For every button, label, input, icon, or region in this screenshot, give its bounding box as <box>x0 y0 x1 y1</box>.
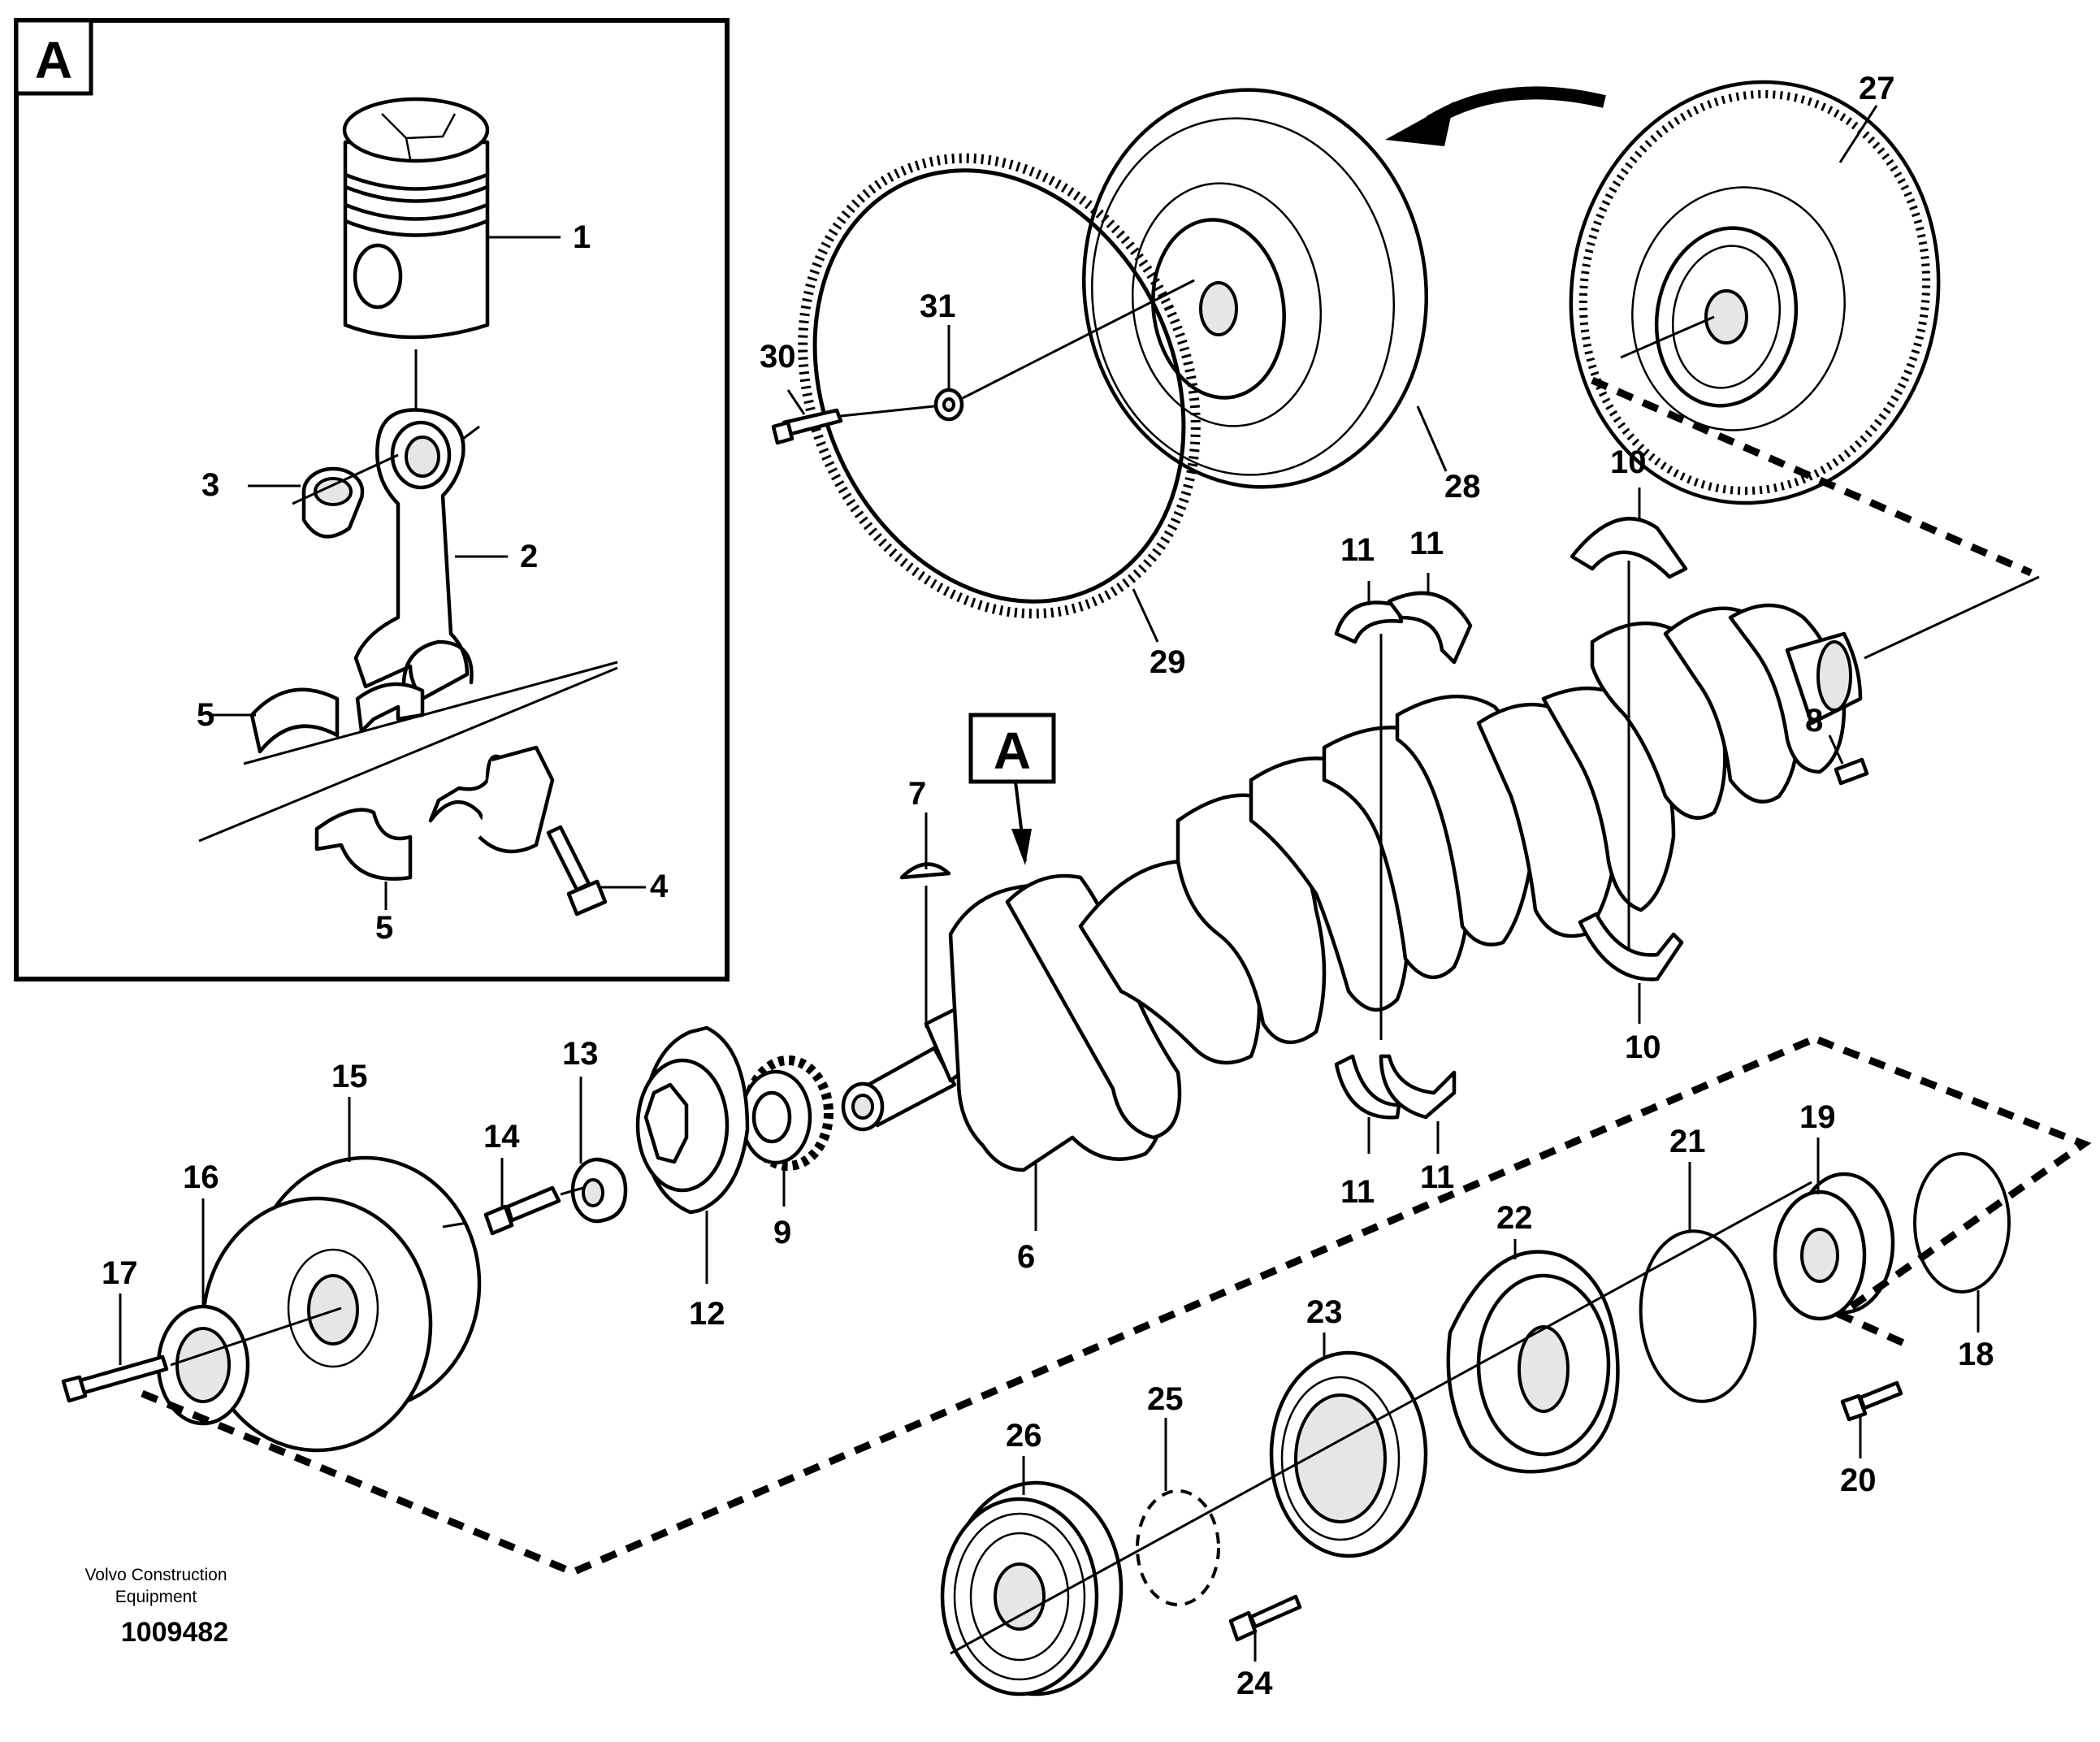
thrust-washer-lower <box>1334 1054 1457 1154</box>
conrod-bolt <box>546 825 646 916</box>
washer-13 <box>570 1077 628 1224</box>
label-11b: 11 <box>1409 526 1444 561</box>
rotation-arrow <box>1385 86 1606 146</box>
bushing <box>248 453 399 539</box>
label-24: 24 <box>1236 1666 1273 1701</box>
label-1: 1 <box>573 219 591 255</box>
crank-gear-9 <box>739 1055 834 1207</box>
main-bearing-lower <box>1578 912 1684 1024</box>
bolt-24 <box>1228 1594 1302 1662</box>
thrust-washer-upper <box>1334 573 1473 1040</box>
label-28: 28 <box>1444 469 1481 505</box>
inset-a-panel: A <box>14 18 730 982</box>
bolt-17 <box>61 1294 342 1403</box>
label-5a: 5 <box>197 697 214 733</box>
assembly-guides <box>141 376 2092 1655</box>
label-7: 7 <box>908 776 926 812</box>
brand-line-2: Equipment <box>115 1588 197 1606</box>
flywheel-28 <box>1082 88 1448 489</box>
part-labels: 1 2 3 4 5 5 6 7 8 9 10 10 11 11 11 11 12… <box>102 71 1994 1701</box>
bearing-19 <box>1773 1138 1895 1321</box>
crank-marker-letter: A <box>994 722 1031 780</box>
main-bearing-upper <box>1570 488 1688 975</box>
label-31: 31 <box>920 288 956 324</box>
washer-31 <box>933 279 1195 422</box>
bolt-20 <box>1840 1380 1903 1458</box>
label-25: 25 <box>1147 1381 1184 1417</box>
brand-line-1: Volvo Construction <box>84 1566 227 1584</box>
label-3: 3 <box>201 467 219 503</box>
bolt-14 <box>483 1158 584 1236</box>
label-10b: 10 <box>1625 1029 1661 1065</box>
label-11a: 11 <box>1340 532 1375 568</box>
label-11c: 11 <box>1340 1174 1375 1210</box>
bolt-30 <box>771 389 935 445</box>
drawing-number: 1009482 <box>121 1617 228 1648</box>
label-2: 2 <box>520 539 538 574</box>
label-6: 6 <box>1017 1239 1035 1275</box>
o-ring-21 <box>1639 1162 1757 1403</box>
connecting-rod <box>353 408 480 701</box>
flywheel-housing-22 <box>1446 1239 1620 1474</box>
inset-letter: A <box>35 31 72 89</box>
label-9: 9 <box>773 1215 791 1250</box>
label-5b: 5 <box>375 910 393 946</box>
crankshaft: A <box>841 603 1863 1231</box>
label-8: 8 <box>1805 703 1823 739</box>
pulley-26 <box>940 1456 1124 1696</box>
label-20: 20 <box>1840 1462 1877 1498</box>
seal-23 <box>1269 1332 1428 1558</box>
label-17: 17 <box>102 1255 138 1291</box>
label-16: 16 <box>183 1159 219 1195</box>
o-ring-18 <box>1913 1152 2011 1332</box>
label-30: 30 <box>760 339 796 375</box>
label-23: 23 <box>1306 1294 1343 1330</box>
hub-12 <box>635 1025 750 1284</box>
label-26: 26 <box>1006 1418 1042 1454</box>
dowel-pin <box>1828 575 2040 786</box>
plate-16 <box>156 1198 250 1426</box>
brand-block: Volvo Construction Equipment 1009482 <box>84 1566 228 1648</box>
label-11d: 11 <box>1420 1159 1454 1195</box>
vibration-damper-15 <box>201 1097 482 1453</box>
woodruff-key <box>899 812 951 1028</box>
conrod-bearing-lower <box>198 666 618 910</box>
label-10a: 10 <box>1610 444 1647 480</box>
label-15: 15 <box>331 1059 368 1094</box>
label-27: 27 <box>1859 71 1895 106</box>
label-19: 19 <box>1799 1099 1836 1135</box>
ring-gear-29 <box>798 153 1201 643</box>
label-13: 13 <box>562 1036 599 1072</box>
label-29: 29 <box>1150 644 1186 680</box>
label-22: 22 <box>1496 1200 1533 1236</box>
flywheel-27 <box>1569 80 1941 505</box>
label-14: 14 <box>483 1119 520 1155</box>
label-18: 18 <box>1958 1337 1994 1372</box>
label-12: 12 <box>689 1296 725 1332</box>
spacer-ring-25 <box>1136 1418 1220 1606</box>
conrod-bearing-upper <box>213 661 618 765</box>
piston <box>342 97 490 410</box>
label-21: 21 <box>1669 1124 1706 1159</box>
label-4: 4 <box>650 869 669 904</box>
